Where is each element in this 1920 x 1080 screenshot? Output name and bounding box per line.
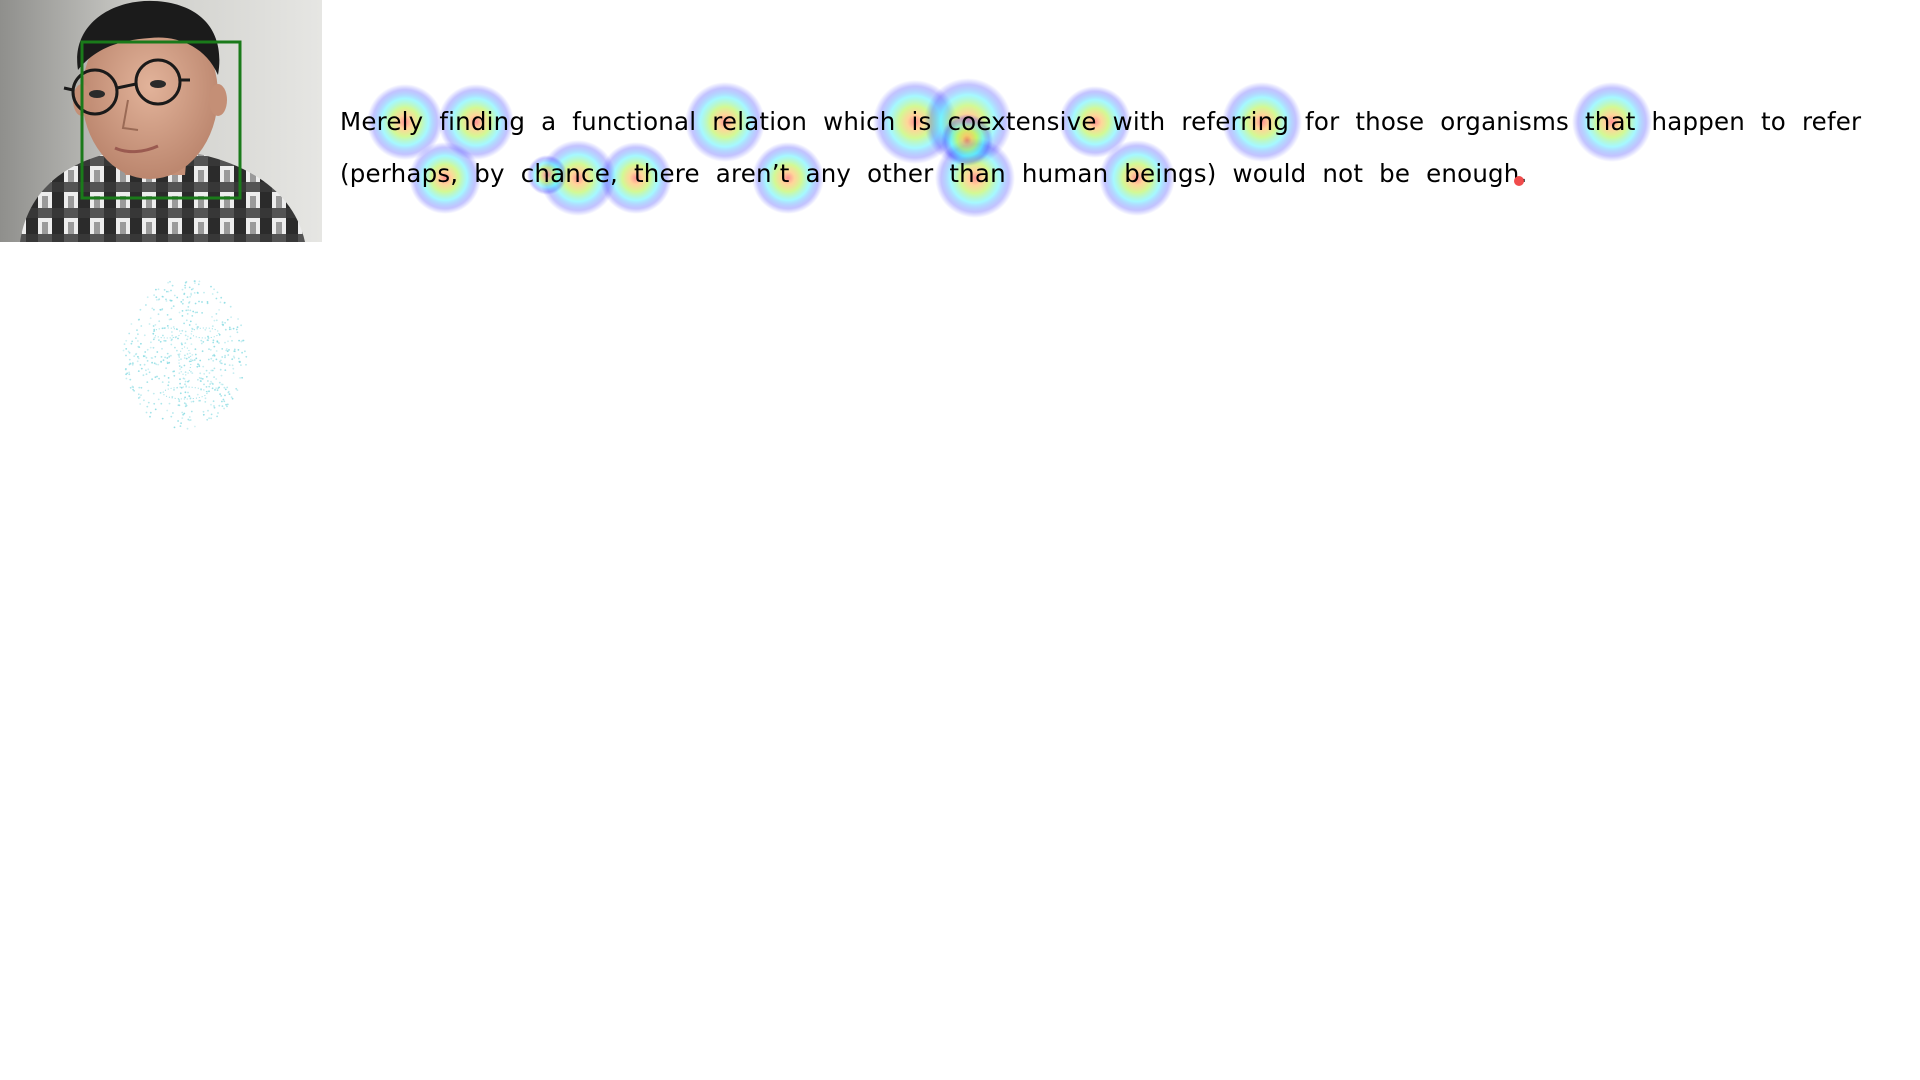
passage-line-2: (perhaps, by chance, there aren’t any ot… [340,159,1528,188]
passage-line-1: Merely finding a functional relation whi… [340,107,1862,136]
face-detection-box [80,40,242,200]
face-mesh-icon [122,280,248,430]
webcam-preview [0,0,322,242]
webcam-frame [0,0,322,242]
gaze-point-marker [1514,176,1524,186]
reading-passage: Merely finding a functional relation whi… [340,96,1862,200]
